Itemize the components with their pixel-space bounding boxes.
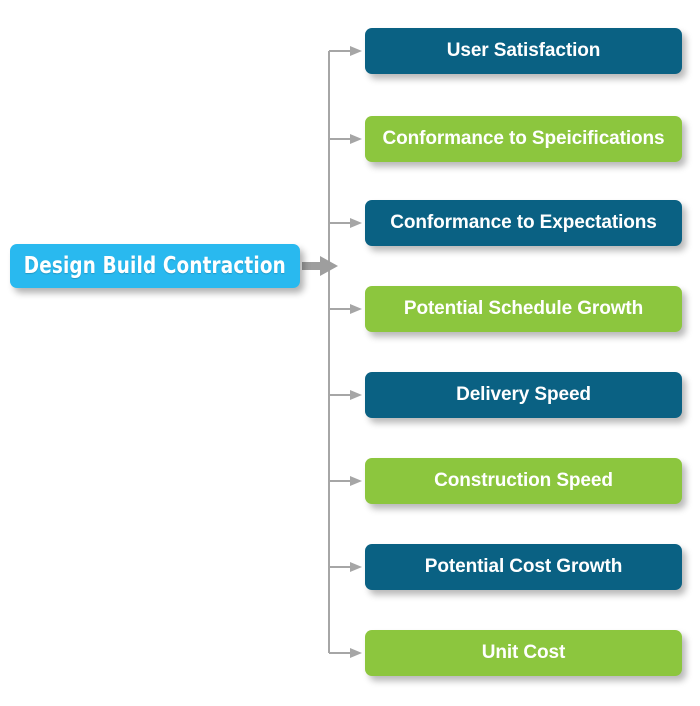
connector-arrowhead-5: [350, 390, 362, 400]
root-node-label: Design Build Contraction: [23, 253, 287, 279]
leaf-node-2[interactable]: Conformance to Speicifications: [365, 116, 682, 162]
leaf-node-label: Construction Speed: [434, 470, 613, 491]
leaf-node-label: Potential Cost Growth: [424, 556, 623, 577]
leaf-node-label: Potential Schedule Growth: [403, 298, 644, 319]
leaf-node-1[interactable]: User Satisfaction: [365, 28, 682, 74]
leaf-node-label: User Satisfaction: [446, 40, 601, 61]
connector-arrowhead-7: [350, 562, 362, 572]
leaf-node-5[interactable]: Delivery Speed: [365, 372, 682, 418]
leaf-node-4[interactable]: Potential Schedule Growth: [365, 286, 682, 332]
connector-arrowhead-1: [350, 46, 362, 56]
connector-group: [328, 46, 362, 658]
leaf-node-7[interactable]: Potential Cost Growth: [365, 544, 682, 590]
leaf-node-label: Conformance to Speicifications: [382, 128, 665, 149]
leaf-node-label: Conformance to Expectations: [390, 212, 657, 233]
root-node[interactable]: Design Build Contraction: [10, 244, 300, 288]
connector-arrowhead-2: [350, 134, 362, 144]
connector-arrowhead-6: [350, 476, 362, 486]
leaf-node-8[interactable]: Unit Cost: [365, 630, 682, 676]
connector-arrowhead-4: [350, 304, 362, 314]
leaf-node-3[interactable]: Conformance to Expectations: [365, 200, 682, 246]
connector-arrowhead-8: [350, 648, 362, 658]
connector-arrowhead-3: [350, 218, 362, 228]
root-arrow: [302, 256, 338, 276]
leaf-node-6[interactable]: Construction Speed: [365, 458, 682, 504]
leaf-node-label: Unit Cost: [481, 642, 566, 663]
leaf-node-label: Delivery Speed: [456, 384, 591, 405]
